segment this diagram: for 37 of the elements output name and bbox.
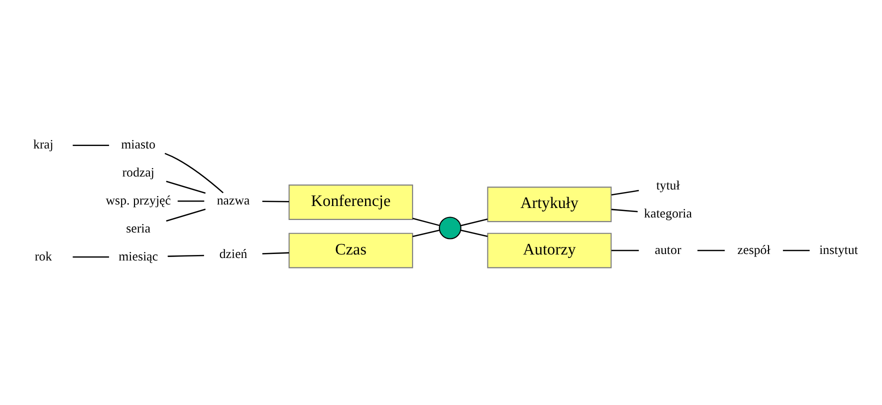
connector	[611, 208, 638, 212]
node-text: kategoria	[644, 206, 692, 220]
connector	[168, 254, 204, 257]
connector	[412, 218, 440, 226]
node-text: seria	[126, 221, 150, 236]
node-text: tytuł	[656, 178, 680, 192]
node-text: miasto	[121, 138, 156, 152]
node-text: instytut	[819, 242, 858, 257]
connector	[178, 200, 204, 202]
connector	[460, 230, 488, 238]
connector	[166, 180, 206, 194]
node-box: Konferencje	[288, 184, 414, 220]
connector	[262, 200, 289, 202]
connector	[166, 208, 206, 222]
connector	[611, 190, 639, 196]
node-text: autor	[654, 242, 682, 257]
node-text: zespół	[737, 242, 770, 257]
node-circle	[438, 216, 462, 240]
node-box: Czas	[288, 232, 414, 268]
connector	[72, 256, 110, 258]
node-text: rodzaj	[122, 166, 154, 180]
connector	[262, 252, 290, 254]
connector	[460, 218, 488, 226]
node-text: dzień	[219, 247, 248, 262]
connector	[697, 250, 725, 252]
connector	[412, 230, 440, 238]
connector	[782, 250, 810, 252]
connector	[164, 152, 224, 194]
node-text: nazwa	[216, 193, 250, 208]
connector	[611, 250, 639, 252]
node-box: Autorzy	[487, 232, 612, 268]
node-text: wsp. przyjęć	[106, 193, 171, 208]
node-text: miesiąc	[118, 249, 158, 264]
node-box: Artykuły	[487, 186, 612, 222]
node-text: rok	[34, 249, 52, 264]
node-text: kraj	[33, 138, 54, 152]
connector	[72, 144, 110, 146]
